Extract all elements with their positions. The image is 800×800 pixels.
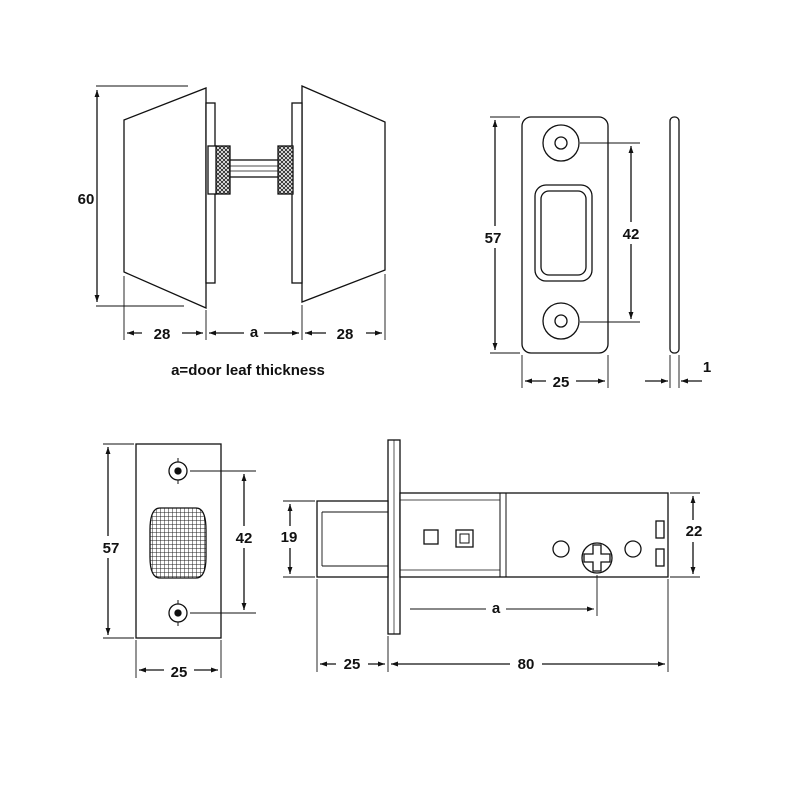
latch-fixing-hole-right [624, 540, 642, 558]
body-height-label: 22 [686, 523, 703, 540]
latch-end-tab-top [655, 520, 665, 539]
strike-hole-spacing-label: 42 [623, 226, 640, 243]
door-thickness-label: a [250, 324, 259, 341]
door-leaf-thickness-note: a=door leaf thickness [171, 362, 325, 379]
strike-width-label: 25 [553, 374, 570, 391]
spindle [229, 159, 279, 178]
right-knob-width-label: 28 [337, 326, 354, 343]
backset-label: a [492, 600, 501, 617]
latch-case [399, 492, 669, 578]
faceplate-latch-bolt [149, 507, 207, 579]
left-knurled-collar [214, 145, 231, 195]
left-knob-outline [123, 87, 207, 309]
right-knurled-collar [277, 145, 294, 195]
bolt-throw-label: 25 [344, 656, 361, 673]
faceplate-width-label: 25 [171, 664, 188, 681]
body-length-label: 80 [518, 656, 535, 673]
latch-body-view [283, 439, 700, 672]
deadbolt-knobs-view [94, 85, 386, 340]
faceplate-view [103, 443, 256, 678]
bolt-height-label: 19 [281, 529, 298, 546]
latch-bolt [316, 500, 389, 578]
knob-height-label: 60 [78, 191, 95, 208]
faceplate-hole-spacing-label: 42 [236, 530, 253, 547]
latch-square-hole-left [423, 529, 439, 545]
latch-fixing-hole-left [552, 540, 570, 558]
strike-height-label: 57 [485, 230, 502, 247]
strike-thickness-label: 1 [703, 359, 711, 376]
strike-plate-view [490, 116, 702, 388]
left-knob-width-label: 28 [154, 326, 171, 343]
left-spindle-boss [207, 145, 217, 195]
strike-plate-profile [669, 116, 680, 354]
latch-end-tab-bottom [655, 548, 665, 567]
right-knob-outline [301, 85, 386, 303]
latch-spindle-cross [583, 544, 611, 572]
faceplate-height-label: 57 [103, 540, 120, 557]
